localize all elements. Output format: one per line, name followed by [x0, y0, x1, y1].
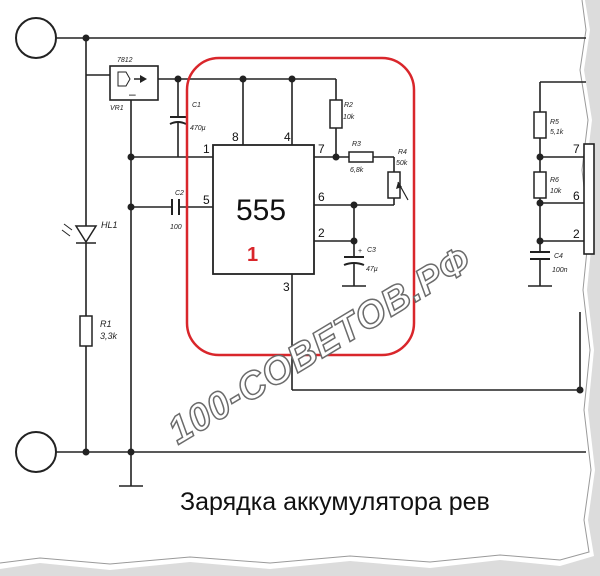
chip-name: 555 — [236, 194, 286, 227]
right-pin-7: 7 — [573, 142, 580, 156]
r1-value: 3,3k — [100, 331, 118, 341]
c1-ref: C1 — [192, 102, 201, 109]
c4-value: 100n — [552, 267, 568, 274]
r4-value: 50k — [396, 160, 408, 167]
right-pin-6: 6 — [573, 189, 580, 203]
c2-ref: C2 — [175, 190, 184, 197]
led-hl1: HL1 R1 3,3k — [61, 75, 118, 452]
r5-ref: R5 — [550, 119, 559, 126]
c2-value: 100 — [170, 224, 182, 231]
terminal-positive — [15, 17, 57, 59]
c3-value: 47µ — [366, 266, 378, 273]
r1-ref: R1 — [100, 319, 112, 329]
r4-ref: R4 — [398, 149, 407, 156]
pin-3: 3 — [283, 280, 290, 294]
regulator-minus: – — [129, 87, 136, 101]
c3-polarity: + — [358, 248, 362, 255]
pin-2: 2 — [318, 226, 325, 240]
pin-5: 5 — [203, 193, 210, 207]
chip-marker: 1 — [247, 244, 258, 266]
regulator-model: 7812 — [117, 57, 133, 64]
r6-value: 10k — [550, 188, 562, 195]
r2-value: 10k — [343, 114, 355, 121]
capacitor-c1: C1 470µ — [169, 79, 206, 157]
c4-ref: C4 — [554, 253, 563, 260]
r5-value: 5,1k — [550, 129, 564, 136]
right-section: R5 5,1k R6 10k C4 100n 7 6 2 — [528, 81, 595, 287]
regulator-ref: VR1 — [110, 105, 124, 112]
led-ref: HL1 — [101, 220, 118, 230]
wiring-555 — [131, 75, 584, 394]
c1-value: 470µ — [190, 125, 206, 132]
regulator-vr1: 7812 VR1 – — [85, 38, 178, 487]
r3-ref: R3 — [352, 141, 361, 148]
pin-8: 8 — [232, 130, 239, 144]
c3-ref: C3 — [367, 247, 376, 254]
timer-555: 555 1 8 4 1 5 7 6 2 3 — [203, 130, 325, 294]
r2-ref: R2 — [344, 102, 353, 109]
r3-value: 6,8k — [350, 167, 364, 174]
highlight-frame — [185, 56, 416, 357]
pin-6: 6 — [318, 190, 325, 204]
torn-edge — [0, 0, 592, 565]
power-rails — [15, 17, 586, 473]
watermark-text: 100-СОВЕТОВ.РФ — [161, 239, 478, 453]
r6-ref: R6 — [550, 177, 559, 184]
terminal-negative — [15, 431, 57, 473]
pin-1: 1 — [203, 142, 210, 156]
right-pin-2: 2 — [573, 227, 580, 241]
pin-4: 4 — [284, 130, 291, 144]
pin-7: 7 — [318, 142, 325, 156]
caption-text: Зарядка аккумулятора рев — [180, 488, 490, 516]
